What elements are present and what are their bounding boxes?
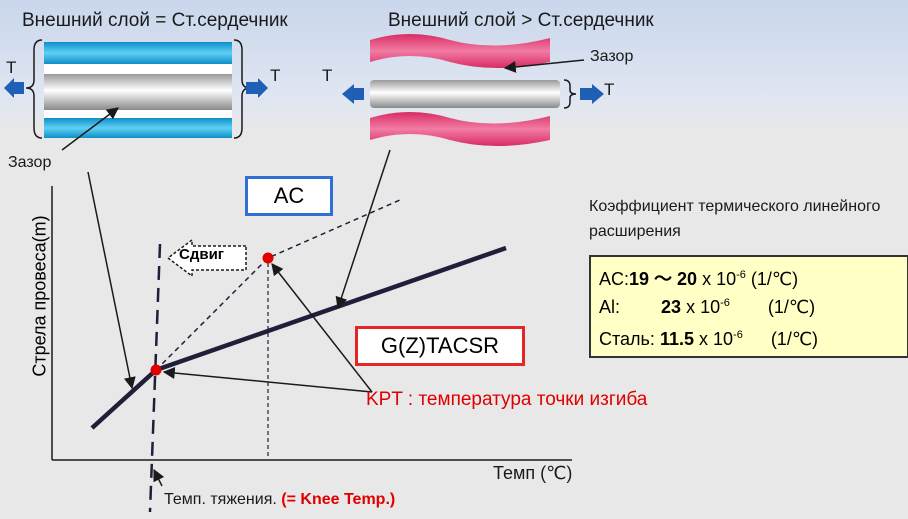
tension-label-core-right: T	[604, 80, 615, 99]
gap-to-curve-pointer	[87, 171, 136, 390]
sag-line-ac	[155, 199, 401, 371]
knee-point-ac	[262, 252, 274, 264]
ac-box: AC	[245, 176, 333, 216]
shift-arrow-icon	[166, 238, 247, 278]
tension-label-right: T	[270, 66, 281, 85]
right-steel-core	[370, 80, 560, 108]
tension-arrow-left-icon	[4, 78, 24, 98]
knee-temp-text: Темп. тяжения.	[164, 491, 277, 508]
outer-layer-bottom	[370, 112, 550, 146]
knee-point-gztacsr	[150, 364, 162, 376]
core-brace	[563, 79, 577, 109]
knee-temp-label: Темп. тяжения. (= Knee Temp.)	[164, 491, 395, 509]
tension-arrow-right-icon	[246, 78, 268, 98]
x-axis-label: Темп (℃)	[493, 463, 573, 483]
knee-temp-line	[148, 243, 162, 513]
coef-row-ac: AC:19 〜 20 x 10-6 (1/℃)	[599, 269, 799, 289]
sag-line-pre-knee	[90, 368, 158, 430]
left-steel-core	[44, 74, 232, 110]
gap-pointer-left	[61, 107, 119, 151]
caption-greater-expansion: Внешний слой > Ст.сердечник	[388, 10, 654, 31]
coefficient-box: AC:19 〜 20 x 10-6 (1/℃) Al: 23 x 10-6(1/…	[589, 255, 908, 358]
knee-label-pointer	[153, 468, 165, 487]
knee-temp-text-red: (= Knee Temp.)	[281, 491, 396, 508]
tension-arrow-core-left-icon	[342, 84, 364, 104]
kpt-pointer-ac	[271, 263, 373, 393]
kpt-label: KPT : температура точки изгиба	[366, 389, 648, 410]
gap-label-right: Зазор	[590, 48, 634, 65]
outer-layer-top	[370, 34, 550, 68]
tension-arrow-core-right-icon	[580, 84, 604, 104]
y-axis-label: Стрела провеса(m)	[29, 215, 50, 377]
sag-line-gztacsr	[155, 245, 507, 373]
coef-row-al: Al: 23 x 10-6(1/℃)	[599, 297, 816, 317]
gap-pointer-right	[503, 59, 585, 73]
left-brace	[25, 39, 43, 139]
chart-axes	[51, 186, 572, 461]
gap-label-left: Зазор	[8, 154, 52, 171]
coefficient-title: Коэффициент термического линейного расши…	[589, 198, 881, 240]
chart-pointers	[87, 149, 391, 487]
sag-curves	[90, 199, 507, 513]
gztacsr-box: G(Z)TACSR	[355, 326, 525, 366]
layer-to-curve-pointer	[335, 149, 391, 310]
shift-label: Сдвиг	[179, 246, 225, 263]
tension-label-left: T	[6, 58, 17, 77]
left-conductor	[4, 39, 268, 139]
coef-row-steel: Сталь: 11.5 x 10-6(1/℃)	[599, 329, 819, 349]
tension-label-core-left: T	[322, 66, 333, 85]
caption-equal-expansion: Внешний слой = Ст.сердечник	[22, 10, 288, 31]
kpt-pointer-gztacsr	[162, 367, 373, 393]
right-conductor	[342, 34, 604, 146]
